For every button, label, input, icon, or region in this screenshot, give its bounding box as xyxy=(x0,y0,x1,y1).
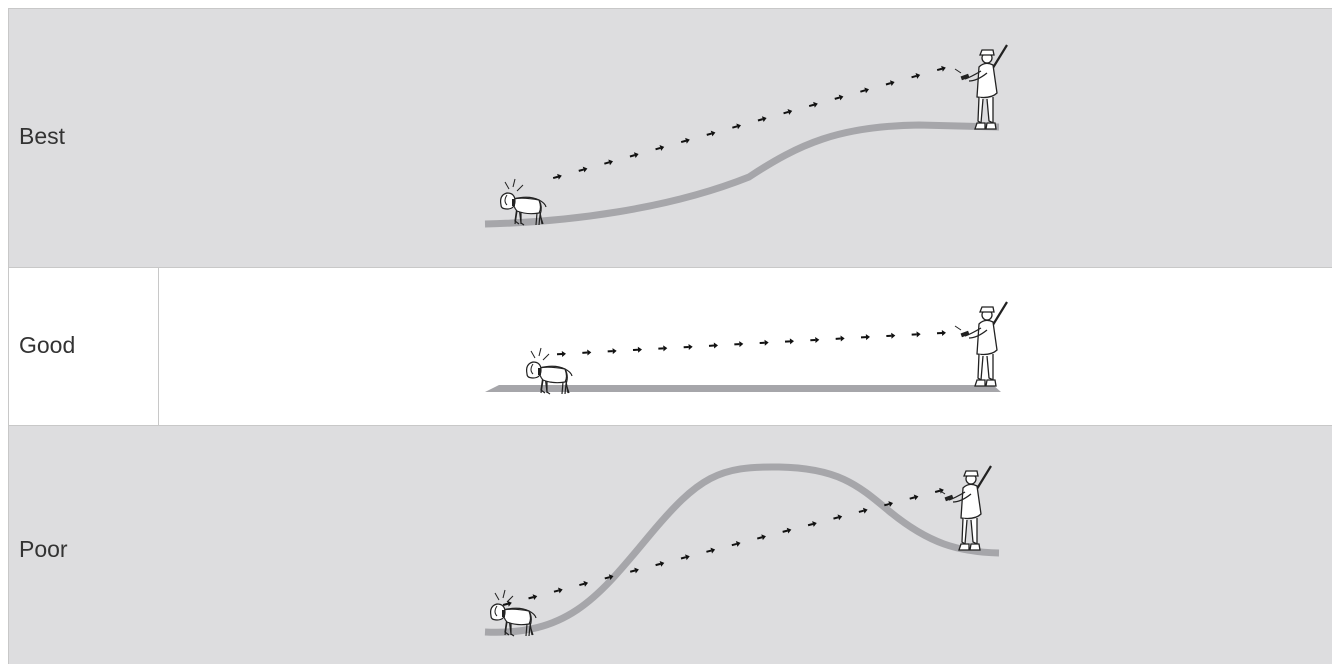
signal-arrow-icon xyxy=(760,340,769,346)
signal-arrow-icon xyxy=(578,166,588,174)
signal-arrow-icon xyxy=(782,527,792,535)
signal-arrow-icon xyxy=(680,553,690,561)
signal-arrow-icon xyxy=(706,130,716,138)
signal-arrow-icon xyxy=(553,587,563,595)
signal-arrow-icon xyxy=(936,65,946,73)
signal-arrow-icon xyxy=(552,173,562,181)
signal-arrow-icon xyxy=(861,334,870,340)
signal-arrow-icon xyxy=(655,560,665,568)
signal-arrow-icon xyxy=(836,335,845,341)
signal-arrow-icon xyxy=(785,338,794,344)
ground-line xyxy=(485,125,999,224)
signal-arrow-icon xyxy=(655,144,665,152)
signal-arrow-icon xyxy=(680,137,690,145)
signal-arrow-icon xyxy=(912,331,921,337)
signal-arrow-icon xyxy=(807,520,817,528)
dog-icon xyxy=(501,179,546,225)
signal-arrow-icon xyxy=(734,341,743,347)
signal-arrow-icon xyxy=(808,101,818,109)
signal-arrow-icon xyxy=(886,333,895,339)
signal-arrow-icon xyxy=(833,513,843,521)
signal-arrow-icon xyxy=(810,337,819,343)
signal-arrow-icon xyxy=(579,580,589,588)
signal-arrow-icon xyxy=(731,540,741,548)
signal-arrow-icon xyxy=(732,122,742,130)
signal-arrow-icon xyxy=(658,345,667,351)
signal-arrow-icon xyxy=(684,344,693,350)
row-good: Good xyxy=(9,268,1332,426)
hunter-icon xyxy=(939,466,991,550)
signal-arrow-icon xyxy=(557,351,566,357)
signal-arrow-icon xyxy=(783,108,793,116)
signal-arrow-icon xyxy=(709,342,718,348)
signal-arrow-icon xyxy=(528,593,538,601)
best-illustration xyxy=(9,9,1332,268)
signal-arrow-icon xyxy=(885,79,895,87)
signal-arrow-icon xyxy=(757,115,767,123)
ground-line xyxy=(485,467,999,632)
signal-arrow-icon xyxy=(629,151,639,159)
signal-arrow-icon xyxy=(860,86,870,94)
hunter-icon xyxy=(955,302,1007,386)
signal-arrow-icon xyxy=(706,547,716,555)
signal-arrow-icon xyxy=(604,158,614,166)
signal-arrow-icon xyxy=(633,347,642,353)
signal-arrow-icon xyxy=(834,94,844,102)
hunter-icon xyxy=(955,45,1007,129)
good-illustration xyxy=(9,268,1332,426)
poor-illustration xyxy=(9,426,1332,664)
row-best: Best xyxy=(9,9,1332,268)
signal-arrow-icon xyxy=(582,349,591,355)
signal-arrow-icon xyxy=(629,567,639,575)
signal-arrow-icon xyxy=(756,533,766,541)
signal-arrow-icon xyxy=(858,507,868,515)
signal-path xyxy=(557,330,946,357)
signal-quality-table: Best xyxy=(8,8,1332,664)
row-poor: Poor xyxy=(9,426,1332,664)
signal-arrow-icon xyxy=(608,348,617,354)
signal-arrow-icon xyxy=(909,493,919,501)
signal-path xyxy=(552,65,946,181)
signal-arrow-icon xyxy=(911,72,921,80)
signal-arrow-icon xyxy=(937,330,946,336)
